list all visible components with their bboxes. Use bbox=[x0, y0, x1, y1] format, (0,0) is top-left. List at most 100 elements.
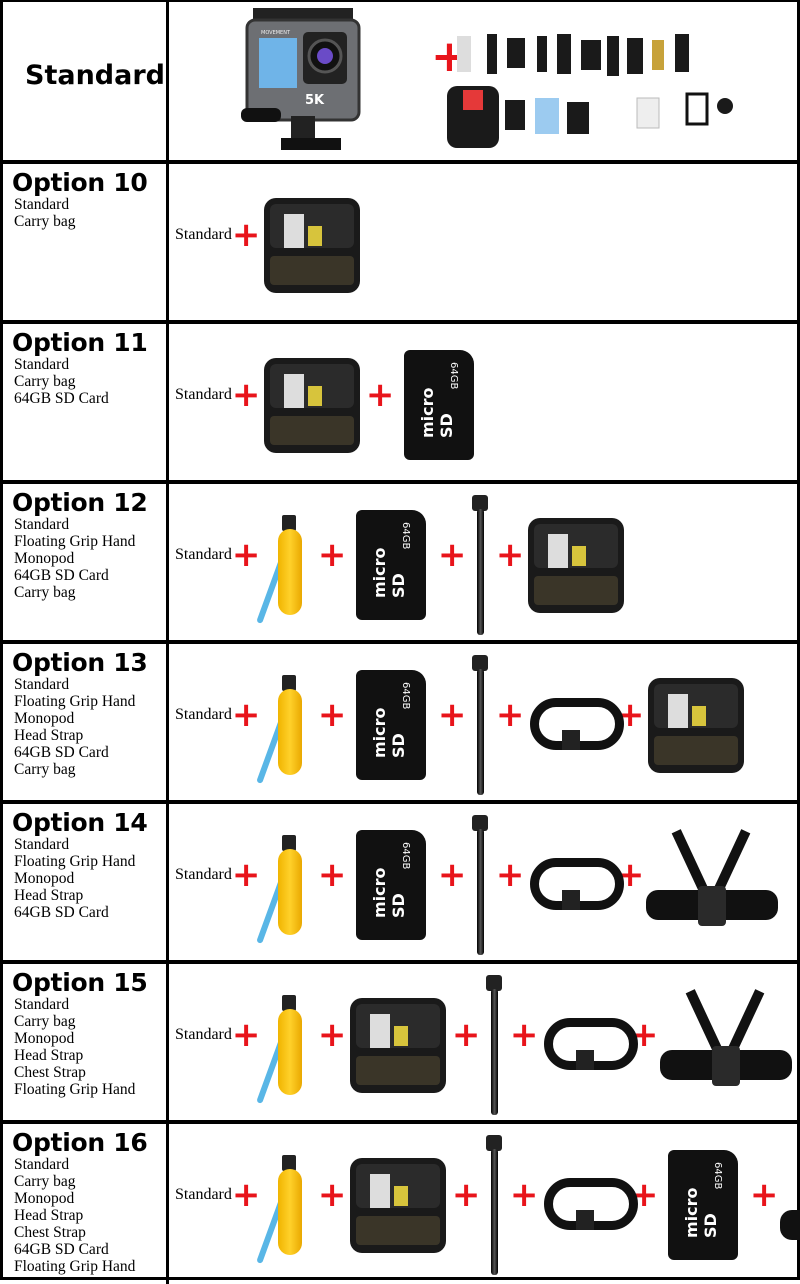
option-content-item: Carry bag bbox=[14, 1013, 76, 1030]
carry-bag-image bbox=[263, 357, 360, 453]
option-content-item: Carry bag bbox=[14, 584, 76, 601]
option-content-item: 64GB SD Card bbox=[14, 390, 109, 407]
floating-grip-image bbox=[256, 835, 302, 944]
sd-brand: micro SD bbox=[681, 1187, 720, 1238]
head-strap-image bbox=[540, 1010, 638, 1080]
option-content-item: Carry bag bbox=[14, 1173, 76, 1190]
option-content-item: Standard bbox=[14, 676, 70, 693]
head-strap-image bbox=[526, 850, 624, 920]
plus-sign: + bbox=[317, 855, 347, 895]
plus-sign: + bbox=[317, 1175, 347, 1215]
option-content-item: Head Strap bbox=[14, 1047, 84, 1064]
monopod-image bbox=[468, 655, 492, 795]
floating-grip-image bbox=[256, 515, 302, 624]
plus-sign: + bbox=[509, 1015, 539, 1055]
standard-label: Standard bbox=[175, 706, 232, 723]
chest-strap-image bbox=[645, 828, 778, 943]
option-content-item: Floating Grip Hand bbox=[14, 693, 136, 710]
option-title: Option 14 bbox=[12, 808, 148, 837]
carry-bag-image bbox=[349, 1157, 446, 1253]
camera-brand: MOVEMENT bbox=[261, 30, 291, 36]
option-content-item: Carry bag bbox=[14, 213, 76, 230]
option-content-item: Monopod bbox=[14, 1190, 75, 1207]
option-title: Option 11 bbox=[12, 328, 148, 357]
standard-label: Standard bbox=[175, 226, 232, 243]
option-content-item: Carry bag bbox=[14, 373, 76, 390]
sd-brand: micro SD bbox=[369, 547, 408, 598]
floating-grip-image bbox=[256, 995, 302, 1104]
option-title: Option 12 bbox=[12, 488, 148, 517]
option-contents-cell: Standard+ bbox=[169, 164, 797, 320]
carry-bag-image bbox=[263, 197, 360, 293]
monopod-image bbox=[468, 815, 492, 955]
plus-sign: + bbox=[317, 1015, 347, 1055]
option-content-item: Chest Strap bbox=[14, 1064, 86, 1081]
sd-brand: micro SD bbox=[369, 867, 408, 918]
monopod-image bbox=[482, 1135, 506, 1275]
option-content-item: 64GB SD Card bbox=[14, 904, 109, 921]
option-content-item: Chest Strap bbox=[14, 1224, 86, 1241]
plus-sign: + bbox=[437, 855, 467, 895]
option-title: Option 10 bbox=[12, 168, 148, 197]
option-items: Standard+ bbox=[175, 186, 366, 304]
option-content-item: 64GB SD Card bbox=[14, 744, 109, 761]
plus-sign: + bbox=[317, 535, 347, 575]
carry-bag-image bbox=[647, 677, 744, 773]
standard-contents-cell: 5K MOVEMENT + bbox=[169, 2, 797, 160]
option-contents-cell: Standard+++++ bbox=[169, 964, 797, 1120]
option-content-item: Floating Grip Hand bbox=[14, 1258, 136, 1275]
monopod-image bbox=[482, 975, 506, 1115]
option-content-item: Floating Grip Hand bbox=[14, 1081, 136, 1098]
plus-sign: + bbox=[495, 855, 525, 895]
carry-bag-image bbox=[527, 517, 624, 613]
sd-capacity: 64GB bbox=[447, 362, 459, 390]
standard-row: Standard 5K MOVEMENT + bbox=[3, 2, 797, 164]
floating-grip-image bbox=[256, 675, 302, 784]
option-content-item: Head Strap bbox=[14, 887, 84, 904]
option-content-item: Monopod bbox=[14, 1030, 75, 1047]
option-content-item: Monopod bbox=[14, 870, 75, 887]
option-content-item: Standard bbox=[14, 196, 70, 213]
standard-label: Standard bbox=[175, 386, 232, 403]
plus-sign: + bbox=[231, 375, 261, 415]
option-items: Standard+++++ bbox=[175, 975, 796, 1115]
plus-sign: + bbox=[495, 695, 525, 735]
option-content-item: 64GB SD Card bbox=[14, 1241, 109, 1258]
option-content-item: Monopod bbox=[14, 710, 75, 727]
plus-sign: + bbox=[317, 695, 347, 735]
chest-strap-image bbox=[659, 988, 792, 1103]
head-strap-image bbox=[540, 1170, 638, 1240]
option-content-item: Standard bbox=[14, 836, 70, 853]
option-content-item: Head Strap bbox=[14, 727, 84, 744]
plus-sign: + bbox=[451, 1175, 481, 1215]
option-content-item: Head Strap bbox=[14, 1207, 84, 1224]
standard-label: Standard bbox=[175, 1026, 232, 1043]
option-content-item: Standard bbox=[14, 516, 70, 533]
carry-bag-image bbox=[349, 997, 446, 1093]
option-content-item: Monopod bbox=[14, 550, 75, 567]
sd-capacity: 64GB bbox=[399, 522, 411, 550]
plus-sign: + bbox=[231, 695, 261, 735]
plus-sign: + bbox=[231, 1015, 261, 1055]
plus-sign: + bbox=[495, 535, 525, 575]
option-content-item: Standard bbox=[14, 356, 70, 373]
standard-label: Standard bbox=[175, 546, 232, 563]
